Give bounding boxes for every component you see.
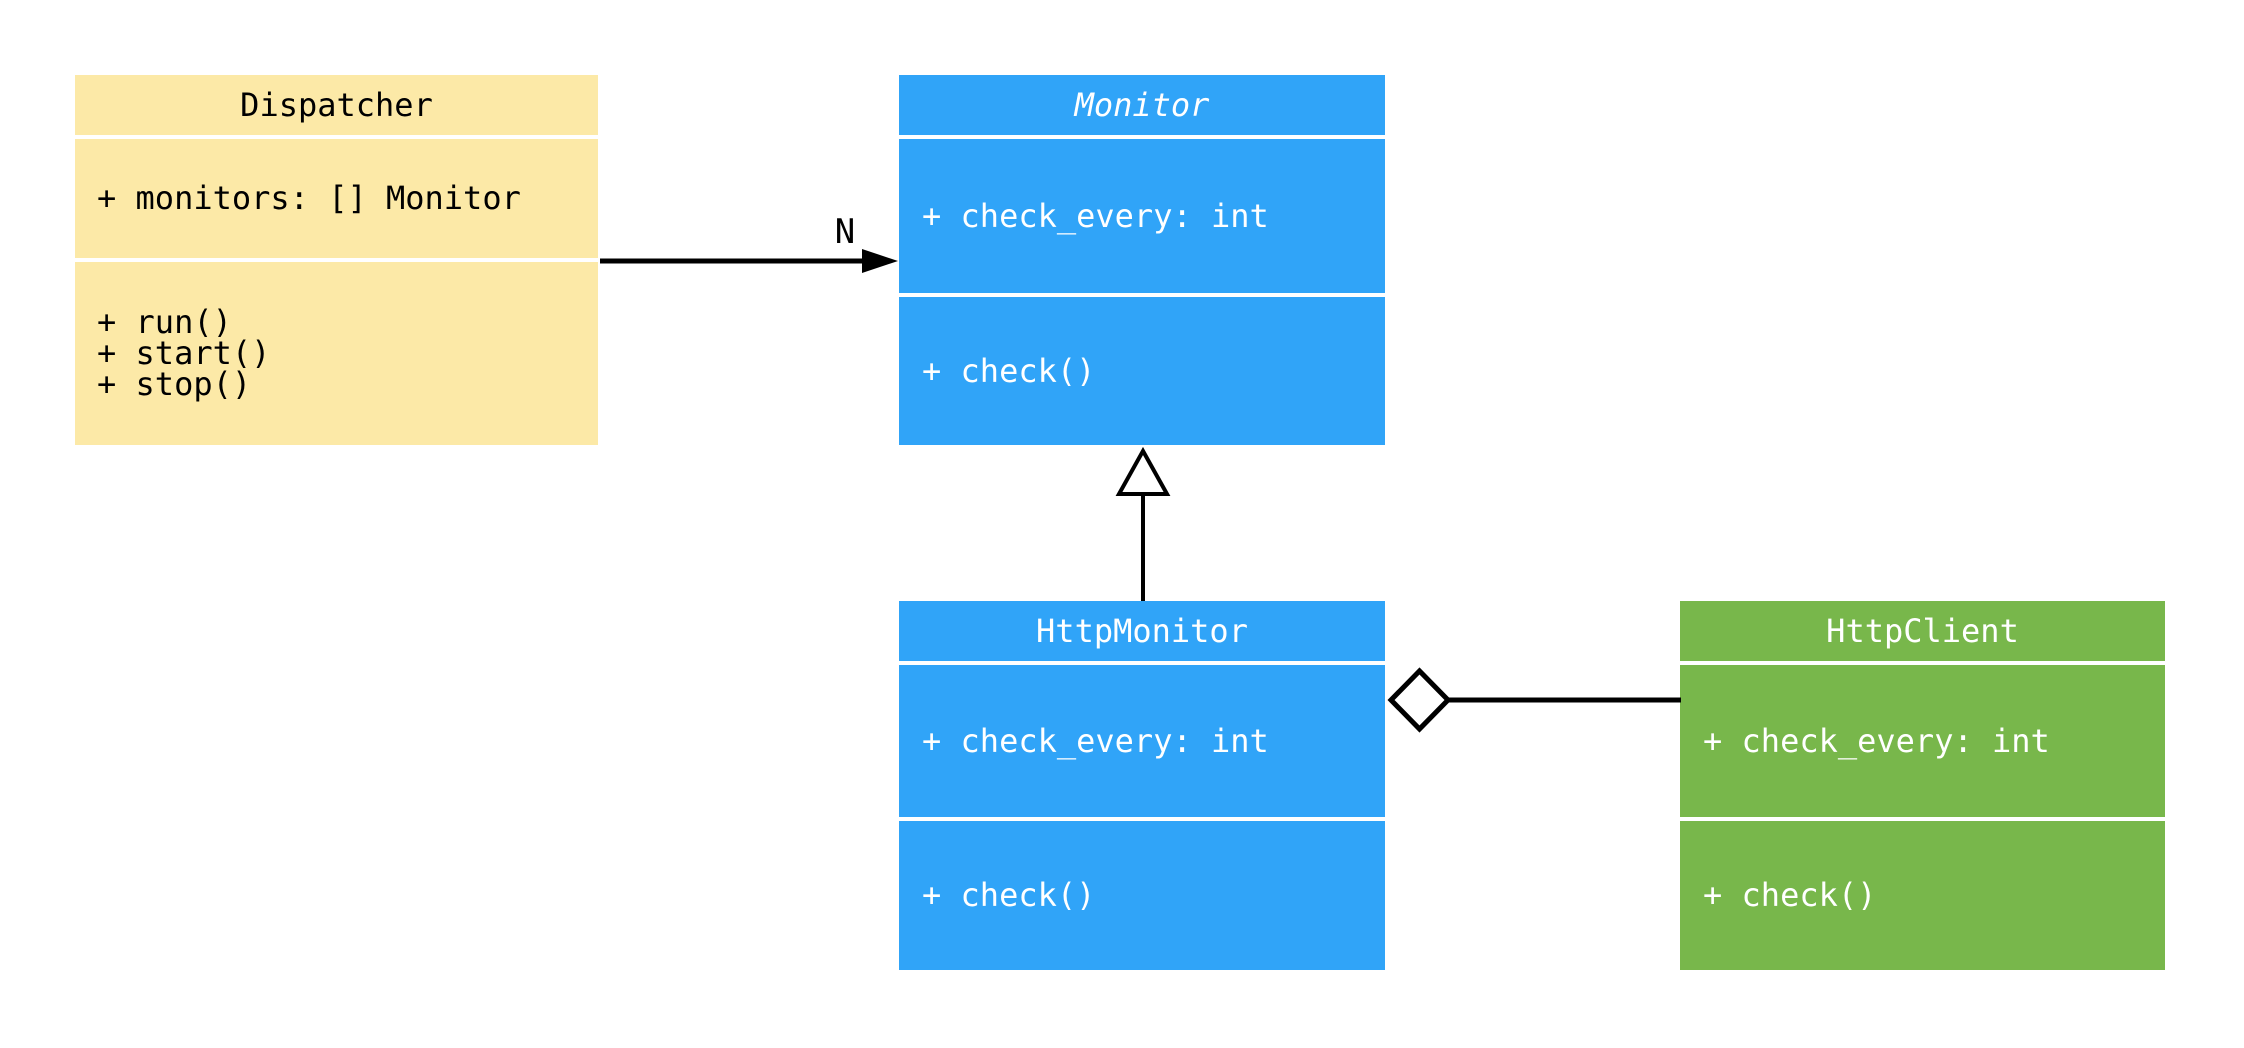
class-name-label: HttpClient (1826, 612, 2019, 650)
class-name-label: Monitor (1074, 86, 1210, 124)
class-methods-monitor: + check() (899, 297, 1385, 445)
class-attributes-http-monitor: + check_every: int (899, 665, 1385, 817)
class-name-label: HttpMonitor (1036, 612, 1248, 650)
method-line: + run() (97, 303, 232, 341)
class-attributes-monitor: + check_every: int (899, 139, 1385, 293)
method-line: + check() (922, 876, 1096, 914)
class-methods-http-client: + check() (1680, 821, 2165, 970)
class-title-dispatcher: Dispatcher (75, 75, 598, 135)
method-line: + start() (97, 334, 271, 372)
class-attributes-dispatcher: + monitors: [] Monitor (75, 139, 598, 258)
method-line: + check() (1703, 876, 1877, 914)
class-title-http-monitor: HttpMonitor (899, 601, 1385, 661)
inheritance-triangle-icon (1115, 446, 1171, 496)
aggregation-edge-httpmonitor-httpclient (1387, 667, 1681, 733)
class-methods-dispatcher: + run() + start() + stop() (75, 262, 598, 445)
class-methods-http-monitor: + check() (899, 821, 1385, 970)
arrowhead-icon (862, 249, 898, 273)
attribute-line: + monitors: [] Monitor (97, 179, 521, 217)
association-edge-dispatcher-monitor: N (600, 212, 898, 273)
class-title-http-client: HttpClient (1680, 601, 2165, 661)
inheritance-edge-httpmonitor-monitor (1115, 446, 1171, 601)
class-node-dispatcher[interactable]: Dispatcher + monitors: [] Monitor + run(… (75, 75, 598, 445)
attribute-line: + check_every: int (922, 721, 1269, 760)
aggregation-diamond-icon (1387, 667, 1452, 733)
class-title-monitor: Monitor (899, 75, 1385, 135)
attribute-line: + check_every: int (922, 196, 1269, 235)
attribute-line: + check_every: int (1703, 721, 2050, 760)
class-node-monitor[interactable]: Monitor + check_every: int + check() (899, 75, 1385, 445)
method-line: + stop() (97, 365, 252, 403)
method-line: + check() (922, 351, 1096, 390)
class-node-http-monitor[interactable]: HttpMonitor + check_every: int + check() (899, 601, 1385, 970)
class-node-http-client[interactable]: HttpClient + check_every: int + check() (1680, 601, 2165, 970)
multiplicity-label: N (835, 212, 855, 252)
class-name-label: Dispatcher (240, 86, 433, 124)
class-attributes-http-client: + check_every: int (1680, 665, 2165, 817)
